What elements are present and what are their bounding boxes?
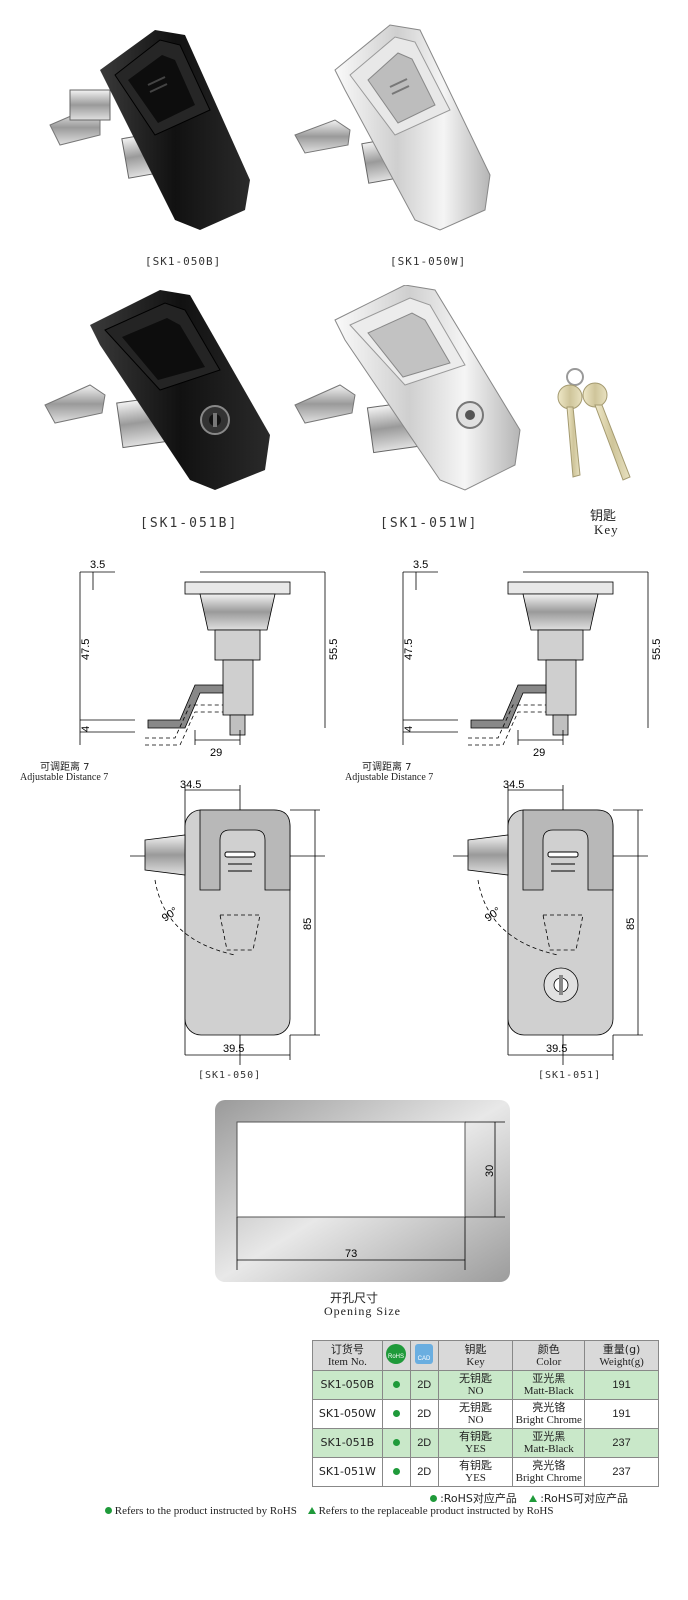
rohs-dot-icon — [392, 1468, 400, 1475]
adjust-label-cn-left: 可调距离 7 — [40, 762, 90, 773]
rohs-dot-icon — [392, 1410, 400, 1417]
opening-label-en: Opening Size — [324, 1304, 401, 1318]
side-dim-low: 4 — [403, 726, 415, 732]
front-dim-top: 34.5 — [503, 780, 524, 791]
side-dim-height: 47.5 — [403, 639, 415, 660]
product-photo-sk1-051w — [294, 285, 521, 491]
product-photo-sk1-050b — [49, 30, 250, 230]
rohs-dot-icon — [392, 1381, 400, 1388]
front-label-right: [SK1-051] — [538, 1070, 602, 1081]
side-drawing-left: 3.5 47.5 55.5 4 29 — [79, 560, 340, 759]
front-label-left: [SK1-050] — [198, 1070, 262, 1081]
product-photo-sk1-051b — [44, 290, 270, 490]
header-rohs: RoHS — [381, 1340, 411, 1371]
opening-dim-width: 73 — [345, 1248, 357, 1260]
side-dim-width: 29 — [210, 747, 222, 759]
opening-size-diagram: 30 73 — [215, 1100, 510, 1282]
rohs-dot-icon — [430, 1495, 437, 1502]
legend-en: Refers to the product instructed by RoHS… — [105, 1505, 554, 1517]
side-dim-top: 3.5 — [90, 560, 105, 571]
product-photo-sk1-050w — [294, 24, 491, 231]
opening-label-cn: 开孔尺寸 — [330, 1291, 379, 1305]
key-label-cn: 钥匙 — [590, 509, 617, 524]
key-label-en: Key — [594, 522, 619, 537]
rohs-triangle-icon — [307, 1507, 316, 1514]
adjust-label-en-left: Adjustable Distance 7 — [20, 772, 109, 783]
opening-dim-height: 30 — [484, 1165, 496, 1177]
key-photo — [557, 368, 631, 481]
rohs-icon: RoHS — [386, 1344, 407, 1364]
legend-cn: :RoHS对应产品 :RoHS可对应产品 — [430, 1490, 628, 1506]
product-code-sk1-050b: [SK1-050B] — [145, 255, 222, 268]
svg-text:CAD: CAD — [418, 1356, 431, 1362]
side-dim-low: 4 — [80, 726, 92, 732]
cad-icon: CAD — [415, 1344, 434, 1364]
front-dim-width: 39.5 — [546, 1043, 567, 1055]
svg-text:RoHS: RoHS — [388, 1354, 404, 1360]
rohs-triangle-icon — [529, 1495, 538, 1502]
header-cad: CAD — [409, 1340, 439, 1371]
front-dim-height: 85 — [625, 918, 637, 930]
adjust-label-en-right: Adjustable Distance 7 — [345, 772, 434, 783]
rohs-dot-icon — [105, 1507, 112, 1514]
front-dim-width: 39.5 — [223, 1043, 244, 1055]
header-weight: 重量(g)Weight(g) — [584, 1340, 659, 1371]
side-dim-width: 29 — [533, 747, 545, 759]
product-code-sk1-051w: [SK1-051W] — [380, 516, 479, 531]
front-dim-height: 85 — [302, 918, 314, 930]
side-dim-total: 55.5 — [328, 639, 340, 660]
side-dim-top: 3.5 — [413, 560, 428, 571]
product-code-sk1-050w: [SK1-050W] — [390, 255, 467, 268]
side-dim-total: 55.5 — [651, 639, 663, 660]
front-dim-top: 34.5 — [180, 780, 201, 791]
front-dim-angle: 90° — [160, 905, 181, 924]
front-drawing-right: 34.5 90° 85 39.5 — [453, 780, 648, 1065]
front-dim-angle: 90° — [483, 905, 504, 924]
adjust-label-cn-right: 可调距离 7 — [362, 762, 412, 773]
rohs-dot-icon — [392, 1439, 400, 1446]
side-dim-height: 47.5 — [80, 639, 92, 660]
product-code-sk1-051b: [SK1-051B] — [140, 516, 239, 531]
side-drawing-right: 3.5 47.5 55.5 4 29 — [402, 560, 663, 759]
front-drawing-left: 34.5 90° 85 39.5 — [130, 780, 325, 1065]
